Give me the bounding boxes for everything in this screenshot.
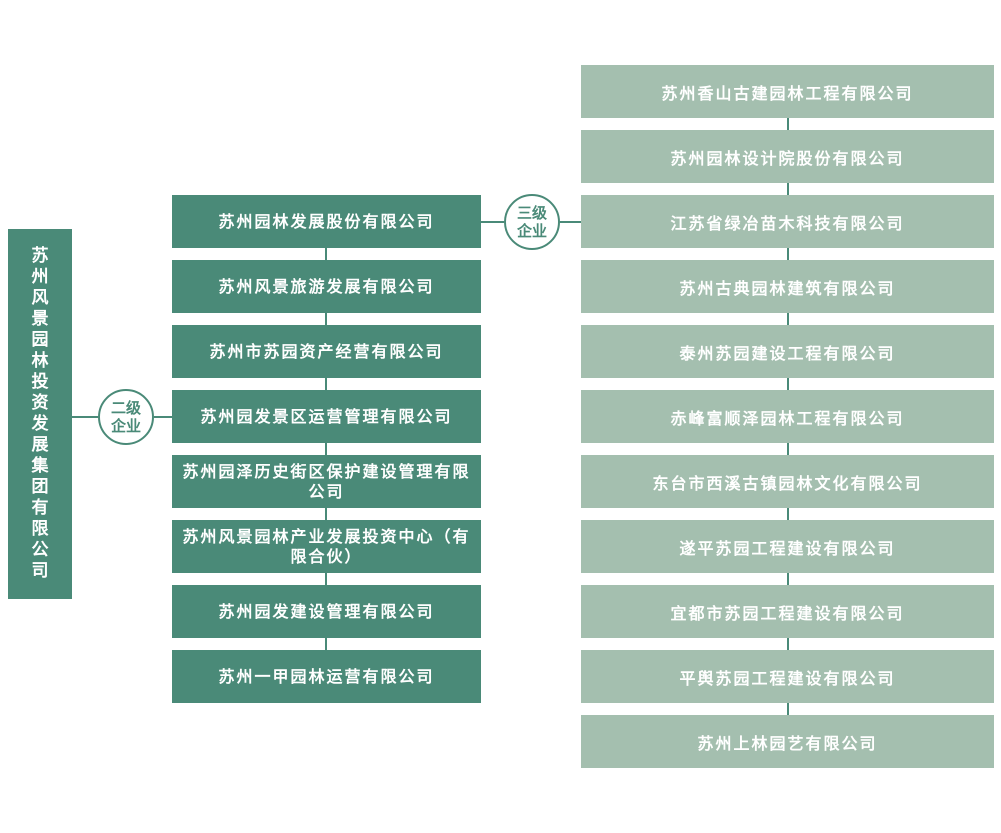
level2-company-box[interactable]: 苏州园发建设管理有限公司 <box>172 585 481 638</box>
level2-company-name: 苏州风景旅游发展有限公司 <box>218 276 435 296</box>
level3-company-name: 赤峰富顺泽园林工程有限公司 <box>670 408 905 428</box>
level3-company-name: 遂平苏园工程建设有限公司 <box>679 538 896 558</box>
level2-company-box[interactable]: 苏州园发景区运营管理有限公司 <box>172 390 481 443</box>
level3-company-box[interactable]: 苏州香山古建园林工程有限公司 <box>581 65 994 118</box>
level3-company-name: 苏州园林设计院股份有限公司 <box>670 148 905 168</box>
root-company-box[interactable]: 苏州风景园林投资发展集团有限公司 <box>8 229 72 599</box>
level2-badge-label: 二级企业 <box>110 399 141 435</box>
level3-company-name: 苏州古典园林建筑有限公司 <box>679 278 896 298</box>
level3-company-box[interactable]: 平舆苏园工程建设有限公司 <box>581 650 994 703</box>
level2-company-box[interactable]: 苏州一甲园林运营有限公司 <box>172 650 481 703</box>
level2-company-box[interactable]: 苏州园泽历史街区保护建设管理有限公司 <box>172 455 481 508</box>
level2-company-box[interactable]: 苏州风景旅游发展有限公司 <box>172 260 481 313</box>
level3-company-name: 苏州上林园艺有限公司 <box>697 733 878 753</box>
level3-company-box[interactable]: 遂平苏园工程建设有限公司 <box>581 520 994 573</box>
level2-company-name: 苏州园发景区运营管理有限公司 <box>200 406 453 426</box>
level3-company-box[interactable]: 泰州苏园建设工程有限公司 <box>581 325 994 378</box>
level2-company-box[interactable]: 苏州园林发展股份有限公司 <box>172 195 481 248</box>
level3-company-name: 泰州苏园建设工程有限公司 <box>679 343 896 363</box>
level2-company-name: 苏州园发建设管理有限公司 <box>218 601 435 621</box>
level3-company-name: 平舆苏园工程建设有限公司 <box>679 668 896 688</box>
root-company-name: 苏州风景园林投资发展集团有限公司 <box>31 246 49 581</box>
level3-company-box[interactable]: 宜都市苏园工程建设有限公司 <box>581 585 994 638</box>
level3-company-box[interactable]: 苏州古典园林建筑有限公司 <box>581 260 994 313</box>
level3-badge-label: 三级企业 <box>516 204 547 240</box>
level2-company-name: 苏州市苏园资产经营有限公司 <box>209 341 444 361</box>
level3-company-name: 宜都市苏园工程建设有限公司 <box>670 603 905 623</box>
level3-company-box[interactable]: 苏州园林设计院股份有限公司 <box>581 130 994 183</box>
level2-company-name: 苏州园泽历史街区保护建设管理有限公司 <box>182 461 471 501</box>
level3-company-name: 东台市西溪古镇园林文化有限公司 <box>652 473 923 493</box>
level3-company-box[interactable]: 东台市西溪古镇园林文化有限公司 <box>581 455 994 508</box>
level2-company-name: 苏州风景园林产业发展投资中心（有限合伙） <box>182 526 471 566</box>
level3-company-name: 江苏省绿冶苗木科技有限公司 <box>670 213 905 233</box>
level2-badge: 二级企业 <box>98 389 154 445</box>
level3-badge: 三级企业 <box>504 194 560 250</box>
level2-company-name: 苏州园林发展股份有限公司 <box>218 211 435 231</box>
level3-company-box[interactable]: 江苏省绿冶苗木科技有限公司 <box>581 195 994 248</box>
level2-company-box[interactable]: 苏州市苏园资产经营有限公司 <box>172 325 481 378</box>
level3-company-name: 苏州香山古建园林工程有限公司 <box>661 83 914 103</box>
level2-company-name: 苏州一甲园林运营有限公司 <box>218 666 435 686</box>
level3-company-box[interactable]: 赤峰富顺泽园林工程有限公司 <box>581 390 994 443</box>
level2-company-box[interactable]: 苏州风景园林产业发展投资中心（有限合伙） <box>172 520 481 573</box>
level3-company-box[interactable]: 苏州上林园艺有限公司 <box>581 715 994 768</box>
